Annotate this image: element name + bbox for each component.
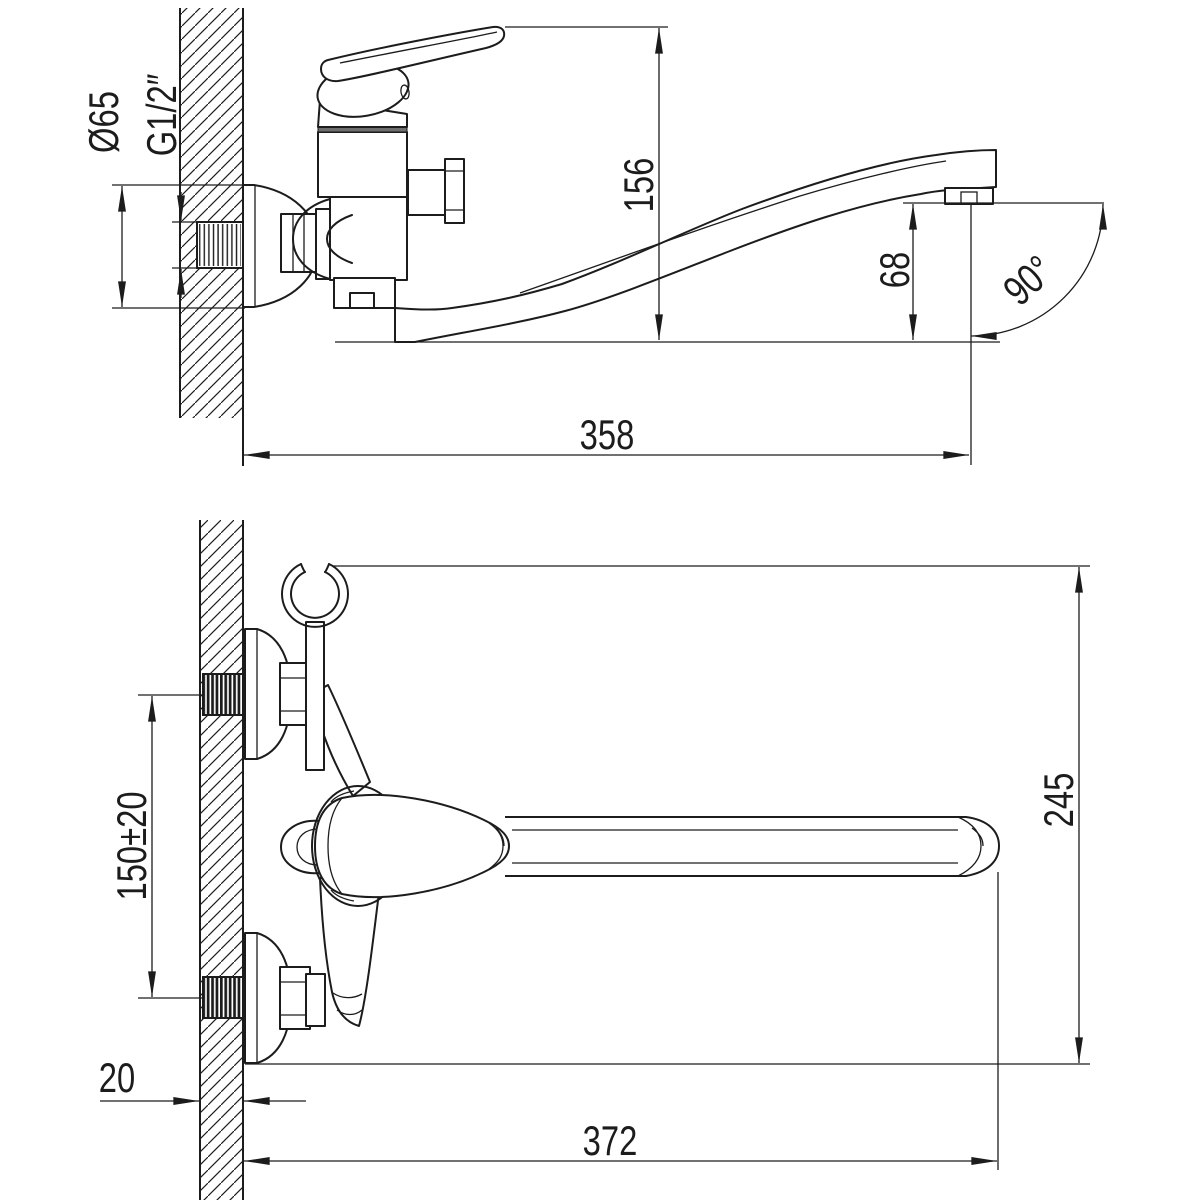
wall-thread-connector [196, 221, 244, 269]
hex-nut-side [280, 208, 333, 280]
dim-label-escutcheon-diameter: Ø65 [80, 91, 127, 153]
side-view: Ø65 G1/2″ 156 68 358 90° [80, 8, 1107, 466]
dim-label-wall-thickness: 20 [99, 1054, 135, 1101]
escutcheon-lower [244, 932, 326, 1064]
escutcheon-upper [244, 621, 325, 771]
wall-section-front [199, 520, 244, 1200]
inlet-thread-upper [202, 673, 244, 716]
faucet-body-side [291, 99, 408, 309]
dim-label-outlet-drop: 68 [871, 252, 918, 288]
spout-side [394, 149, 997, 343]
dim-label-side-reach: 358 [580, 411, 635, 458]
shower-holder-ring [281, 563, 349, 628]
extension-lines-front [138, 565, 1090, 1170]
dim-label-inlet-spacing: 150±20 [108, 791, 155, 900]
lower-connection-tube [319, 877, 381, 1027]
spout-front [505, 816, 1001, 877]
lever-handle-front [314, 790, 510, 902]
dim-arc-swing-angle [970, 203, 1107, 340]
front-view: 150±20 245 20 372 [99, 520, 1090, 1200]
dim-label-overall-height: 245 [1035, 773, 1082, 828]
shower-holder-stem [305, 621, 325, 771]
dim-label-thread-size: G1/2″ [138, 74, 185, 157]
dim-label-front-reach: 372 [583, 1117, 638, 1164]
dimension-lines-side [118, 28, 1107, 459]
aerator [944, 187, 994, 205]
inlet-thread-lower [202, 976, 244, 1019]
dim-label-spout-rise: 156 [615, 158, 662, 213]
dimension-lines-front [100, 567, 1083, 1165]
extension-lines-side [112, 26, 1104, 465]
dim-label-swing-angle: 90° [994, 246, 1062, 314]
lever-handle-side [316, 25, 506, 118]
diverter-knob [407, 158, 465, 224]
